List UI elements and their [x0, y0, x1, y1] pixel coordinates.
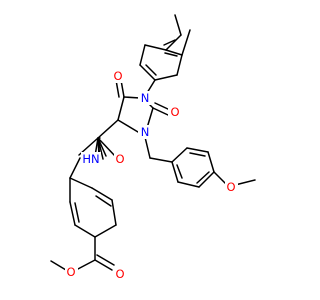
bond: [94, 224, 117, 238]
molecule-diagram: N N O O O HN: [50, 14, 256, 281]
oxygen-atom-methoxy: O: [225, 180, 238, 194]
bond: [171, 161, 179, 183]
bond: [145, 64, 157, 76]
atom-label: O: [115, 152, 124, 166]
nitrogen-atom-bottom: N: [138, 125, 151, 139]
bond: [74, 224, 96, 238]
atom-label: O: [113, 69, 122, 83]
bond: [69, 157, 81, 179]
atom-label: N: [141, 91, 150, 105]
oxygen-atom-ester-carbonyl: O: [113, 267, 126, 281]
atom-label: N: [141, 125, 150, 139]
bond: [146, 107, 154, 129]
bond: [139, 64, 156, 81]
bond: [117, 119, 139, 133]
bond: [123, 96, 141, 99]
atom-label: O: [170, 105, 179, 119]
bond: [165, 49, 183, 56]
nh-group: HN: [81, 152, 101, 166]
bond: [139, 44, 146, 66]
bond: [146, 79, 156, 94]
bond: [111, 199, 117, 226]
bond: [94, 259, 113, 271]
bond: [144, 44, 167, 51]
bond: [165, 34, 182, 51]
bond: [144, 136, 151, 159]
atom-label: O: [226, 180, 235, 194]
structure-drawing: N N O O O HN: [50, 14, 256, 281]
bond: [176, 54, 183, 76]
bond: [96, 254, 115, 266]
bond: [154, 74, 178, 81]
bond: [117, 96, 125, 121]
bond: [95, 195, 112, 207]
bond: [176, 164, 183, 179]
bond: [149, 157, 173, 163]
oxygen-atom-ester: O: [65, 265, 78, 279]
oxygen-atom-amide: O: [114, 152, 127, 166]
bond: [213, 171, 228, 186]
bond: [152, 107, 169, 116]
bond: [97, 119, 119, 139]
bond: [163, 39, 176, 46]
bond: [91, 187, 113, 201]
bond: [75, 259, 96, 271]
bond: [154, 102, 171, 111]
atom-label: O: [115, 267, 124, 281]
bond: [97, 137, 116, 157]
nitrogen-atom-top: N: [138, 91, 151, 105]
bond: [234, 179, 256, 186]
bond: [186, 147, 209, 153]
bond: [50, 260, 67, 271]
atom-label: HN: [82, 152, 99, 166]
bond: [164, 52, 178, 57]
oxygen-atom-ring-right: O: [168, 105, 181, 119]
bond: [181, 29, 191, 56]
bond: [174, 14, 182, 36]
bond: [69, 177, 93, 189]
bond: [69, 201, 76, 226]
oxygen-atom-ring-top: O: [112, 69, 125, 83]
bond: [171, 147, 188, 163]
atom-label: O: [66, 265, 75, 279]
bond: [207, 151, 215, 173]
bond: [74, 202, 80, 223]
bond: [189, 152, 206, 157]
bond: [198, 171, 215, 188]
bonds: [50, 14, 256, 271]
atom-labels: N N O O O HN: [65, 69, 238, 281]
bond: [196, 171, 210, 184]
bond: [177, 181, 200, 188]
